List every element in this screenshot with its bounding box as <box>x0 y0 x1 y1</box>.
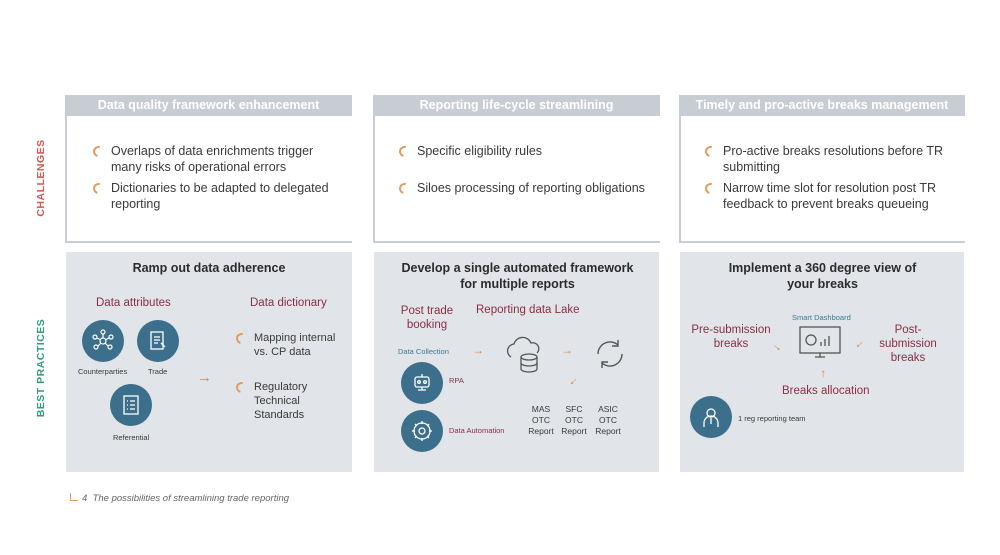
robot-icon <box>401 362 443 404</box>
report-sfc: SFC OTC Report <box>561 404 587 436</box>
team-label: 1 reg reporting team <box>738 414 806 423</box>
arrow-right-icon: → <box>472 343 484 357</box>
challenge-3-1: Pro-active breaks resolutions before TR … <box>723 144 944 174</box>
team-person-icon <box>690 396 732 438</box>
header-data-quality: Data quality framework enhancement <box>65 95 352 125</box>
reporting-data-lake: Reporting data Lake <box>476 304 580 316</box>
caption-number: 4 <box>82 493 88 504</box>
bp-title-1: Ramp out data adherence <box>132 261 286 275</box>
bp-box-1 <box>66 252 352 472</box>
chart-icon <box>70 493 78 501</box>
trade-label: Trade <box>148 367 168 376</box>
trade-document-icon <box>137 320 179 362</box>
counterparties-network-icon <box>82 320 124 362</box>
challenge-box-3 <box>679 116 965 243</box>
dashboard-monitor-icon <box>797 324 843 369</box>
dict-item-2: Regulatory Technical Standards <box>254 381 308 421</box>
dict-item-1: Mapping internal vs. CP data <box>254 332 336 358</box>
automation-gear-icon <box>401 410 443 452</box>
report-asic: ASIC OTC Report <box>595 404 621 436</box>
challenge-box-2 <box>373 116 660 243</box>
data-attributes-title: Data attributes <box>96 297 171 309</box>
challenge-box-1 <box>65 116 352 243</box>
challenge-3-2: Narrow time slot for resolution post TR … <box>723 181 937 211</box>
counterparties-label: Counterparties <box>78 367 128 376</box>
arrow-right-icon: → <box>561 343 573 357</box>
header-lifecycle: Reporting life-cycle streamlining <box>373 95 660 125</box>
report-mas: MAS OTC Report <box>528 404 554 436</box>
cloud-database-icon <box>503 333 547 382</box>
post-submission-breaks: Post-submission breaks <box>879 324 937 364</box>
challenges-label: CHALLENGES <box>35 139 47 217</box>
caption-text: The possibilities of streamlining trade … <box>92 493 290 504</box>
data-dictionary-title: Data dictionary <box>250 297 327 309</box>
smart-dashboard-label: Smart Dashboard <box>792 313 851 322</box>
best-practices-label: BEST PRACTICES <box>35 318 47 418</box>
post-trade-booking: Post trade booking <box>400 305 454 331</box>
pre-submission-breaks: Pre-submission breaks <box>691 324 771 350</box>
referential-label: Referential <box>113 433 150 442</box>
breaks-allocation: Breaks allocation <box>782 385 870 397</box>
bp-box-3 <box>680 252 964 472</box>
figure-caption: 4 The possibilities of streamlining trad… <box>70 493 289 504</box>
challenge-1-2: Dictionaries to be adapted to delegated … <box>111 181 329 211</box>
challenge-2-2: Siloes processing of reporting obligatio… <box>417 181 645 195</box>
challenge-1-1: Overlaps of data enrichments trigger man… <box>111 144 314 174</box>
refresh-cycle-icon <box>590 334 630 379</box>
header-breaks: Timely and pro-active breaks management <box>679 95 965 125</box>
data-collection-label: Data Collection <box>398 347 449 356</box>
data-automation-label: Data Automation <box>449 426 505 435</box>
arrow-up-icon: → <box>814 368 828 380</box>
rpa-label: RPA <box>449 376 464 385</box>
bp-title-3: Implement a 360 degree view of your brea… <box>728 261 917 291</box>
challenge-2-1: Specific eligibility rules <box>417 144 543 158</box>
arrow-right-icon: → <box>197 369 212 386</box>
bp-title-2: Develop a single automated framework for… <box>401 261 634 291</box>
referential-list-icon <box>110 384 152 426</box>
